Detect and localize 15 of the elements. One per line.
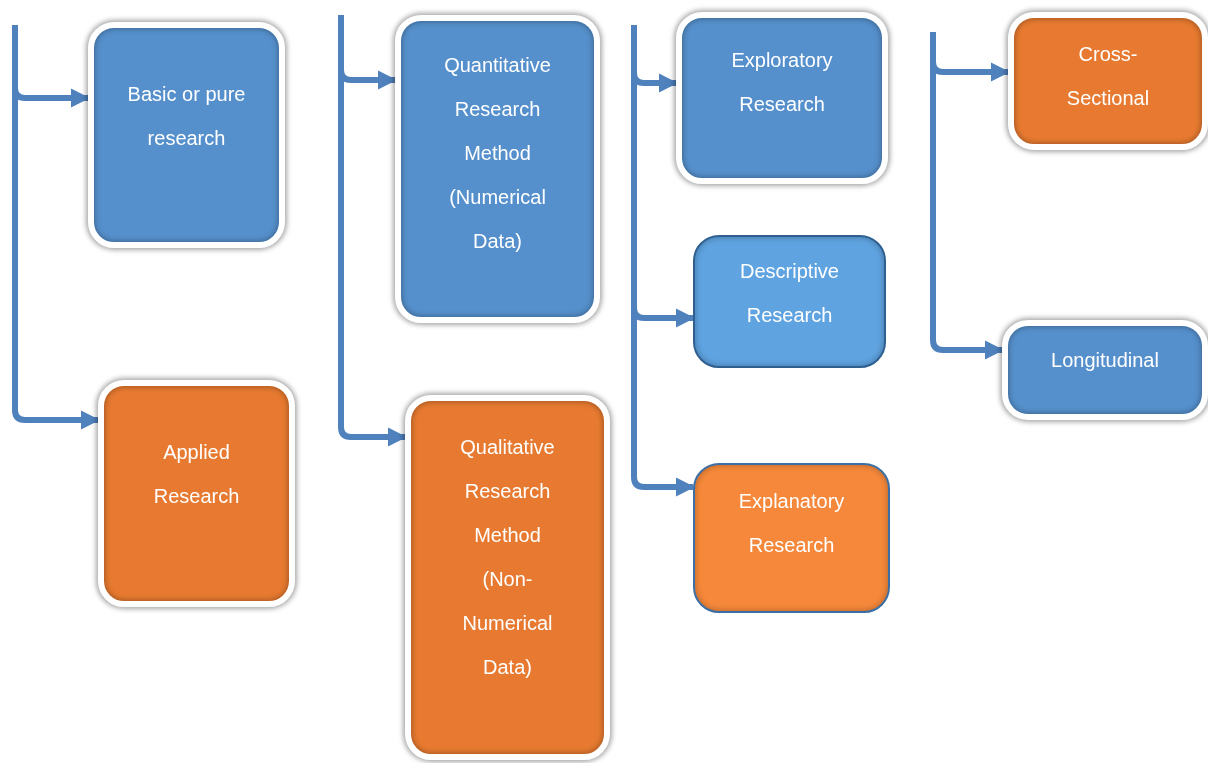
bent-arrow xyxy=(631,25,695,497)
bent-arrow xyxy=(930,32,1004,360)
box-label: Descriptive Research xyxy=(739,259,840,328)
bent-arrow xyxy=(338,15,407,447)
box-label: Exploratory Research xyxy=(730,48,834,117)
box-label: Qualitative Research Method (Non-Numerical Data) xyxy=(459,435,556,680)
box-label: Basic or pure research xyxy=(126,82,247,151)
rounded-box xyxy=(693,463,890,613)
box-label: Cross-Sectional xyxy=(1065,42,1151,111)
box-label: Longitudinal xyxy=(1051,348,1159,373)
rounded-box xyxy=(693,235,886,368)
box-label: Explanatory Research xyxy=(737,489,846,558)
box-label: Applied Research xyxy=(152,440,241,509)
bent-arrow xyxy=(12,25,100,430)
box-label: Quantitative Research Method (Numerical Data) xyxy=(443,53,552,254)
